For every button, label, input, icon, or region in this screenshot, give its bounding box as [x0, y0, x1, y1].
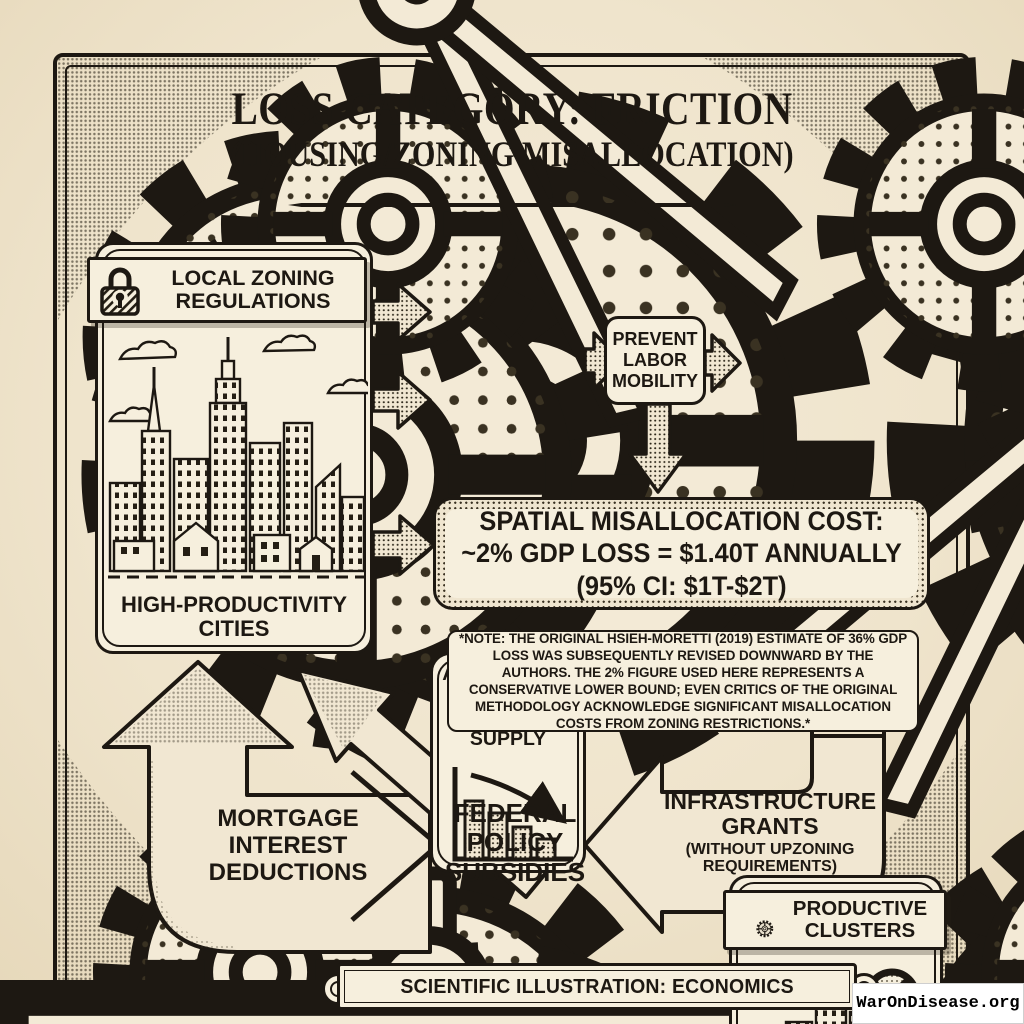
clusters-header-plaque: PRODUCTIVE CLUSTERS	[723, 890, 947, 950]
zoning-header-label: LOCAL ZONING REGULATIONS	[171, 265, 335, 313]
labor-mobility-label: PREVENT LABOR MOBILITY	[612, 329, 698, 391]
cloud-icon	[108, 334, 368, 423]
misallocation-cost-box: SPATIAL MISALLOCATION COST: ~2% GDP LOSS…	[433, 497, 930, 610]
zoning-header-plaque: LOCAL ZONING REGULATIONS	[87, 257, 367, 323]
declining-bar-chart	[452, 767, 573, 862]
foreground-houses	[112, 521, 334, 573]
watermark: WarOnDisease.org	[852, 983, 1024, 1024]
page-title: LOSS CATEGORY: FRICTION (HOUSING/ZONING …	[0, 84, 1024, 174]
title-divider	[288, 203, 736, 207]
arrow-mobility-to-clusters	[703, 333, 742, 393]
clusters-header-label: PRODUCTIVE CLUSTERS	[792, 896, 928, 942]
city-skyline-illustration	[108, 334, 368, 579]
title-line1: LOSS CATEGORY: FRICTION	[231, 83, 793, 135]
infrastructure-grants-subtitle: (WITHOUT UPZONING REQUIREMENTS)	[685, 840, 855, 875]
cost-line3: (95% CI: $1T-$2T)	[576, 570, 787, 601]
footer-banner-label: SCIENTIFIC ILLUSTRATION: ECONOMICS	[400, 974, 794, 998]
methodology-note-text: *NOTE: THE ORIGINAL HSIEH-MORETTI (2019)…	[458, 630, 908, 732]
feedback-arrow-up	[102, 660, 432, 954]
flow-arrows	[371, 282, 742, 576]
cost-line1: SPATIAL MISALLOCATION COST:	[479, 505, 884, 536]
title-line2: (HOUSING/ZONING MISALLOCATION)	[230, 133, 794, 174]
footer-banner: SCIENTIFIC ILLUSTRATION: ECONOMICS	[337, 963, 857, 1010]
cost-line2: ~2% GDP LOSS = $1.40T ANNUALLY	[461, 538, 902, 569]
mortgage-deductions-label: MORTGAGE INTEREST DEDUCTIONS	[208, 805, 368, 886]
local-zoning-box: LOCAL ZONING REGULATIONS	[87, 242, 373, 654]
arrow-mobility-to-cost	[628, 402, 688, 494]
arrow-zoning-to-restrict-1	[371, 282, 432, 342]
padlock-icon	[100, 267, 140, 316]
arrow-zoning-to-restrict-2	[371, 370, 432, 430]
labor-mobility-box: PREVENT LABOR MOBILITY	[604, 316, 706, 405]
federal-subsidies-label: FEDERAL POLICY SUBSIDIES	[444, 798, 586, 887]
gear-icon	[734, 898, 778, 942]
infrastructure-grants-label: INFRASTRUCTURE GRANTS (WITHOUT UPZONING …	[662, 789, 878, 875]
tallest-tower	[208, 337, 248, 573]
methodology-note-box: *NOTE: THE ORIGINAL HSIEH-MORETTI (2019)…	[447, 630, 919, 732]
arrow-zoning-to-cost	[371, 514, 436, 576]
infrastructure-grants-title: INFRASTRUCTURE GRANTS	[663, 788, 877, 839]
zoning-caption: HIGH-PRODUCTIVITY CITIES	[120, 592, 348, 642]
misallocation-cost-text: SPATIAL MISALLOCATION COST: ~2% GDP LOSS…	[445, 506, 918, 601]
